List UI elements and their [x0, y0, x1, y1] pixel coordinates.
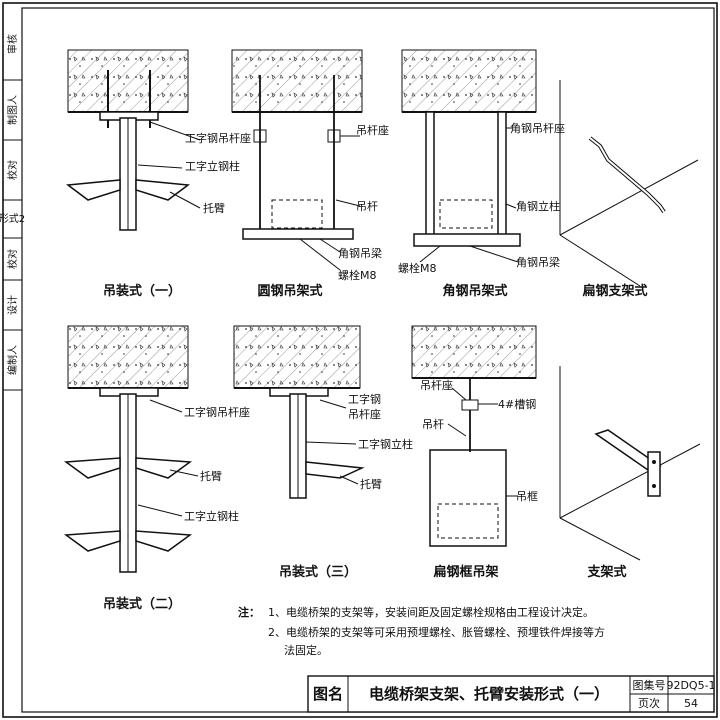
figure-hanging-type-2: 工字钢吊杆座 托臂 工字立钢柱 吊装式（二） [63, 325, 250, 612]
sidebar-cell-7: 编制人 [6, 345, 19, 375]
fig3-label-4: 螺栓M8 [398, 261, 437, 275]
notes-line-2: 2、电缆桥架的支架等可采用预埋螺栓、胀管螺栓、预埋铁件焊接等方 [268, 625, 605, 639]
fig1-label-2: 工字立钢柱 [185, 159, 240, 173]
fig1-label-1: 工字钢吊杆座 [185, 131, 251, 145]
hanger-frame [429, 449, 507, 547]
fig8-caption: 支架式 [586, 564, 626, 580]
fig2-caption: 圆钢吊架式 [257, 283, 322, 299]
fig5-label-1: 工字钢吊杆座 [184, 405, 250, 419]
fig1-caption: 吊装式（一） [103, 283, 181, 299]
figure-support-type: 支架式 [559, 366, 701, 580]
figure-angle-steel-hanger: 角钢吊杆座 角钢立柱 角钢吊梁 螺栓M8 角钢吊架式 [398, 49, 565, 299]
notes-line-3: 法固定。 [284, 643, 328, 657]
angle-column-right [497, 111, 507, 241]
sidebar-cell-3: 校对 [6, 160, 19, 180]
fig6-label-3: 工字钢立柱 [358, 437, 413, 451]
fig5-label-3: 工字立钢柱 [184, 509, 239, 523]
fig7-label-2: 4#槽钢 [498, 398, 536, 411]
figure-flat-steel-support: 扁钢支架式 [559, 80, 699, 299]
fig4-caption: 扁钢支架式 [582, 283, 647, 299]
fig6-caption: 吊装式（三） [279, 564, 357, 580]
title-block: 图名 电缆桥架支架、托臂安装形式（一） 图集号 92DQ5-1 页次 54 [307, 675, 716, 713]
fig7-label-3: 吊杆 [422, 417, 444, 431]
sidebar-cell-4: 形式2 [0, 212, 25, 225]
fig7-label-1: 吊杆座 [420, 378, 453, 392]
fig6-label-4: 托臂 [360, 477, 382, 491]
fig3-label-3: 角钢吊梁 [516, 255, 560, 269]
fig6-label-1: 工字钢 [348, 392, 381, 406]
figure-round-steel-hanger: 吊杆座 吊杆 角钢吊梁 螺栓M8 圆钢吊架式 [231, 49, 389, 299]
fig5-label-2: 托臂 [200, 469, 222, 483]
fig7-caption: 扁钢框吊架 [433, 564, 498, 580]
figure-flat-steel-frame-hanger: 吊杆座 4#槽钢 吊杆 吊框 扁钢框吊架 [411, 325, 538, 580]
page-number: 54 [684, 697, 698, 710]
angle-column-left [425, 111, 435, 241]
left-sidebar: 审核 制图人 校对 形式2 校对 设计 编制人 [0, 34, 25, 391]
sidebar-cell-6: 设计 [6, 295, 19, 315]
atlas-label: 图集号 [633, 678, 666, 692]
atlas-number: 92DQ5-1 [666, 679, 715, 692]
notes-block: 注： 1、电缆桥架的支架等，安装间距及固定螺栓规格由工程设计决定。 2、电缆桥架… [238, 605, 605, 657]
sidebar-cell-1: 审核 [6, 34, 19, 54]
drawing-title: 电缆桥架支架、托臂安装形式（一） [369, 685, 609, 703]
fig7-label-4: 吊框 [516, 490, 538, 503]
notes-line-1: 1、电缆桥架的支架等，安装间距及固定螺栓规格由工程设计决定。 [268, 605, 594, 619]
fig2-label-4: 螺栓M8 [338, 268, 377, 282]
sidebar-cell-2: 制图人 [6, 95, 19, 125]
fig3-label-1: 角钢吊杆座 [510, 121, 565, 135]
support-wall-plate [647, 451, 661, 497]
page-label: 页次 [638, 696, 660, 710]
fig5-caption: 吊装式（二） [103, 596, 181, 612]
fig2-label-3: 角钢吊梁 [338, 246, 382, 260]
sidebar-cell-5: 校对 [6, 249, 19, 269]
figure-hanging-type-1: 工字钢吊杆座 工字立钢柱 托臂 吊装式（一） [66, 49, 251, 299]
fig1-label-3: 托臂 [203, 201, 225, 215]
notes-prefix: 注： [238, 605, 260, 619]
fig6-label-2: 吊杆座 [348, 407, 381, 421]
angle-steel-beam [242, 228, 354, 240]
title-label: 图名 [313, 685, 343, 703]
figure-hanging-type-3: 工字钢 吊杆座 工字钢立柱 托臂 吊装式（三） [233, 325, 413, 580]
fig2-label-2: 吊杆 [356, 199, 378, 213]
fig2-label-1: 吊杆座 [356, 123, 389, 137]
cable-tray-outline [271, 199, 323, 229]
fig3-label-2: 角钢立柱 [516, 199, 560, 213]
fig3-caption: 角钢吊架式 [442, 283, 507, 299]
bracket-arm-left [66, 179, 121, 201]
